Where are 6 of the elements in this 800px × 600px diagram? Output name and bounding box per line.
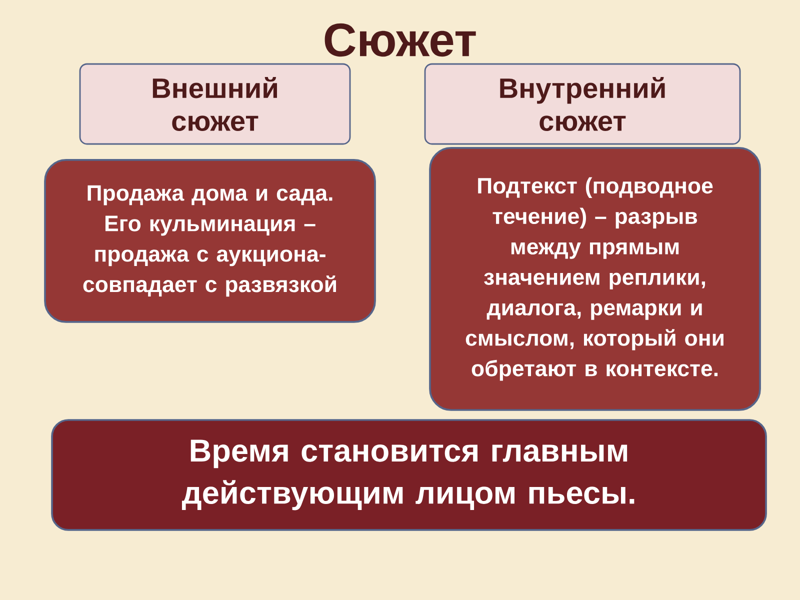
- header-box: Внешний сюжет: [79, 63, 351, 145]
- text-box: Подтекст (подводное течение) – разрыв между прямым значением реплики, диалога, ремарки и смыслом, который они обретают в контексте.: [429, 147, 761, 411]
- banner-box: Время становится главным действующим лицом пьесы.: [51, 419, 767, 531]
- title: Сюжет: [324, 23, 476, 57]
- text-box: Продажа дома и сада. Его кульминация – продажа с аукциона- совпадает с развязкой: [44, 159, 376, 323]
- header-box: Внутренний сюжет: [424, 63, 741, 145]
